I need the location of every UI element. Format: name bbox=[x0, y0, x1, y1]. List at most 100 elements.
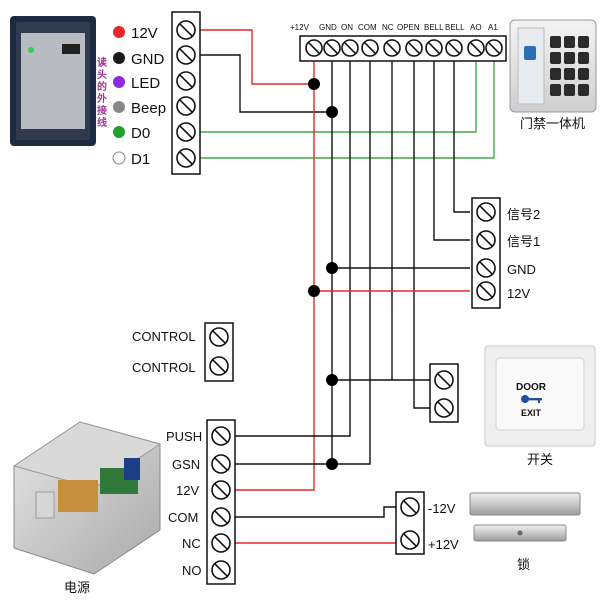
keypad-key bbox=[550, 68, 561, 80]
screw-terminal bbox=[305, 39, 323, 57]
screw-terminal bbox=[485, 39, 503, 57]
psu-labels: PUSH GSN 12V COM NC NO bbox=[166, 429, 202, 578]
terminal-label: BELL bbox=[424, 23, 444, 32]
keypad-key bbox=[564, 68, 575, 80]
wire-green bbox=[186, 48, 495, 159]
keypad-key bbox=[550, 52, 561, 64]
keypad-key bbox=[578, 36, 589, 48]
psu-caption: 电源 bbox=[64, 580, 90, 595]
switch-caption: 开关 bbox=[527, 452, 553, 467]
screw-terminal bbox=[476, 258, 496, 278]
bell-label: 12V bbox=[507, 286, 530, 301]
psu-label: PUSH bbox=[166, 429, 202, 444]
screw-terminal bbox=[341, 39, 359, 57]
svg-text:读: 读 bbox=[97, 56, 107, 69]
lock-terminal-block bbox=[395, 491, 425, 555]
exit-line1: DOOR bbox=[516, 382, 547, 393]
wire-dot-d0 bbox=[113, 126, 125, 138]
screw-terminal bbox=[176, 148, 196, 168]
psu-label: COM bbox=[168, 510, 198, 525]
terminal-label: AO bbox=[470, 23, 482, 32]
wire-dot-gnd bbox=[113, 52, 125, 64]
bell-terminal-block bbox=[471, 197, 501, 309]
psu-label: 12V bbox=[176, 483, 199, 498]
screw-terminal bbox=[209, 356, 229, 376]
bell-label: GND bbox=[507, 262, 536, 277]
wire-label: 12V bbox=[131, 25, 158, 42]
terminal-label: ON bbox=[341, 23, 353, 32]
keypad-key bbox=[564, 36, 575, 48]
screw-terminal bbox=[434, 398, 454, 418]
wire-green bbox=[186, 48, 477, 133]
screw-terminal bbox=[176, 20, 196, 40]
wires bbox=[186, 29, 495, 544]
screw-terminal bbox=[400, 497, 420, 517]
screw-terminal bbox=[176, 45, 196, 65]
terminal-label: COM bbox=[358, 23, 377, 32]
psu-label: NC bbox=[182, 536, 201, 551]
psu-label: NO bbox=[182, 563, 202, 578]
wire-dot-led bbox=[113, 76, 125, 88]
screw-terminal bbox=[383, 39, 401, 57]
control-label: CONTROL bbox=[132, 360, 196, 375]
control-terminal-block bbox=[204, 322, 234, 382]
exit-button-image: DOOR EXIT bbox=[484, 345, 596, 447]
wire-dot-12v bbox=[113, 26, 125, 38]
screw-terminal bbox=[361, 39, 379, 57]
magnetic-lock-image bbox=[469, 492, 581, 542]
wire-black bbox=[433, 48, 470, 241]
screw-terminal bbox=[176, 96, 196, 116]
svg-text:头: 头 bbox=[97, 68, 107, 81]
terminal-label: NC bbox=[382, 23, 394, 32]
wire-black bbox=[413, 48, 430, 409]
keypad-key bbox=[550, 36, 561, 48]
psu-label: GSN bbox=[172, 457, 200, 472]
screw-terminal bbox=[405, 39, 423, 57]
screw-terminal bbox=[176, 122, 196, 142]
wire-dot-beep bbox=[113, 101, 125, 113]
reader-wire-legend bbox=[112, 26, 126, 165]
bell-label: 信号1 bbox=[507, 234, 540, 249]
junction-dot bbox=[308, 78, 320, 90]
keypad-key bbox=[578, 84, 589, 96]
keypad-key bbox=[564, 52, 575, 64]
bell-label: 信号2 bbox=[507, 207, 540, 222]
screw-terminal bbox=[323, 39, 341, 57]
wire-black bbox=[222, 48, 351, 437]
lock-label: -12V bbox=[428, 501, 456, 516]
keypad-key bbox=[564, 84, 575, 96]
keypad-key bbox=[550, 84, 561, 96]
junction-dots bbox=[308, 78, 338, 470]
junction-dot bbox=[326, 458, 338, 470]
screw-terminal bbox=[211, 480, 231, 500]
terminal-label: OPEN bbox=[397, 23, 420, 32]
screw-terminal bbox=[467, 39, 485, 57]
wire-label: D1 bbox=[131, 151, 150, 168]
svg-text:外: 外 bbox=[96, 92, 107, 105]
wire-label: GND bbox=[131, 51, 165, 68]
wire-label: LED bbox=[131, 75, 160, 92]
lock-caption: 锁 bbox=[517, 557, 530, 572]
screw-terminal bbox=[476, 202, 496, 222]
controller-caption: 门禁一体机 bbox=[520, 116, 585, 131]
wire-label: D0 bbox=[131, 125, 150, 142]
keypad-controller-image bbox=[509, 19, 597, 113]
key-icon bbox=[521, 395, 542, 403]
terminal-label: A1 bbox=[488, 23, 498, 32]
screw-terminal bbox=[211, 533, 231, 553]
screw-terminal bbox=[476, 281, 496, 301]
power-supply-image bbox=[12, 421, 162, 575]
screw-terminal bbox=[434, 370, 454, 390]
svg-text:接: 接 bbox=[97, 104, 107, 117]
wire-black bbox=[453, 48, 470, 213]
wire-label: Beep bbox=[131, 100, 166, 117]
junction-dot bbox=[308, 285, 320, 297]
wire-red bbox=[222, 84, 315, 491]
screw-terminal bbox=[211, 560, 231, 580]
reader-terminal-block bbox=[171, 11, 201, 175]
exit-line2: EXIT bbox=[521, 408, 542, 418]
screw-terminal bbox=[176, 71, 196, 91]
card-reader-image bbox=[10, 16, 96, 146]
psu-terminal-block bbox=[206, 419, 236, 585]
